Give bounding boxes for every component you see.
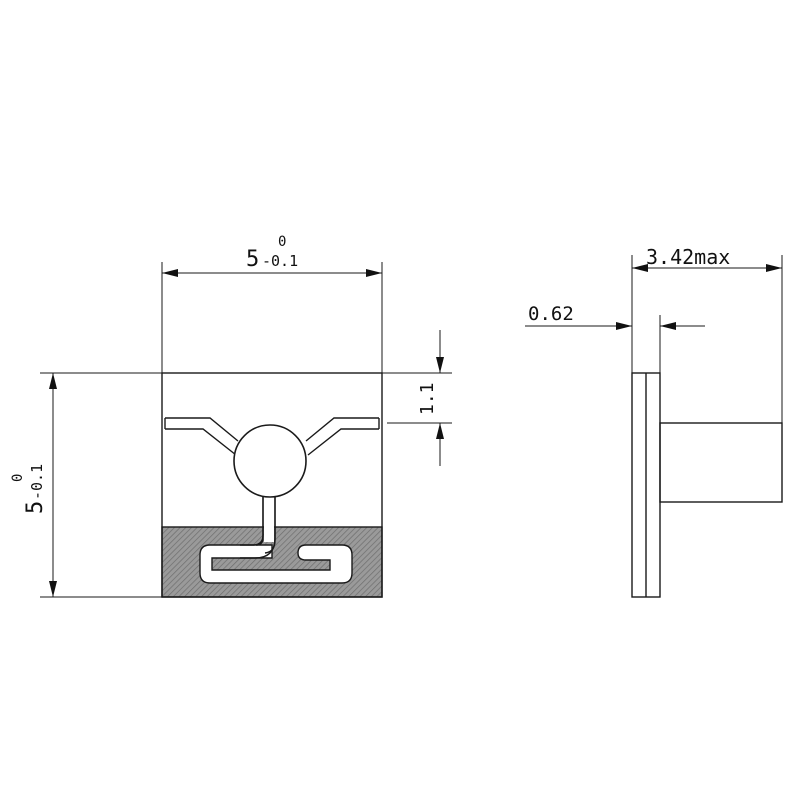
plate-thickness-dimension: 0.62: [525, 303, 705, 373]
right-arm: [305, 417, 379, 456]
left-arm: [165, 417, 239, 456]
top-width-lower-tol: -0.1: [262, 252, 298, 270]
side-height-label: 3.42max: [646, 245, 730, 269]
side-body: [659, 422, 783, 503]
top-width-upper-tol: 0: [278, 234, 286, 250]
left-height-dimension: 5 0 -0.1: [10, 372, 162, 598]
side-height-dimension: 3.42max: [631, 245, 783, 423]
pad-offset-dimension: 1.1: [382, 330, 452, 466]
front-view: [161, 372, 383, 598]
left-height-upper-tol: 0: [10, 474, 26, 482]
serpentine-loop: [199, 544, 353, 584]
left-height-nominal: 5: [23, 501, 48, 514]
plate-thickness-label: 0.62: [528, 303, 574, 325]
pad-offset-label: 1.1: [417, 382, 438, 415]
top-width-nominal: 5: [246, 247, 259, 272]
package-outline: [161, 372, 383, 598]
top-width-dimension: 5 0 -0.1: [161, 234, 383, 373]
left-height-lower-tol: -0.1: [28, 464, 46, 500]
side-view: [631, 372, 783, 598]
center-die-circle: [233, 424, 307, 498]
